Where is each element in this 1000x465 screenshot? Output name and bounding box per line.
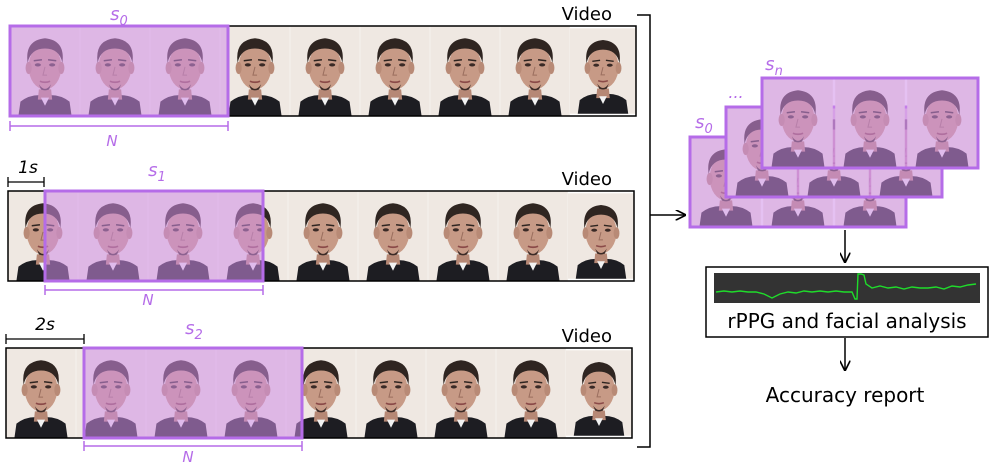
segment-label: s1 [148, 160, 166, 185]
stacked-segment-sn [760, 76, 980, 170]
stack-label-ellipsis: ... [728, 83, 743, 102]
window-span-bracket [83, 441, 303, 451]
segment-label: s2 [185, 318, 203, 343]
rppg-signal-line [715, 273, 977, 300]
segment-window [82, 346, 304, 440]
analysis-box: rPPG and facial analysis [705, 266, 989, 338]
segment-symbol: s [110, 4, 119, 25]
window-length-label: N [106, 132, 117, 150]
video-strip [5, 347, 633, 439]
row-s2: 2s Video s2 N [5, 315, 633, 465]
window-span-bracket [9, 121, 229, 131]
segment-subscript: 0 [120, 14, 128, 29]
segment-symbol: s [148, 160, 157, 181]
offset-label: 2s [35, 315, 55, 335]
offset-bracket [5, 334, 85, 344]
segment-symbol: s [185, 318, 194, 339]
accuracy-report-label: Accuracy report [766, 383, 925, 407]
segment-subscript: 1 [158, 170, 166, 185]
segment-subscript: 2 [195, 328, 203, 343]
row-s0: Video s0 N [8, 4, 637, 150]
segment-label: s0 [110, 4, 128, 29]
stack-label-s0: s0 [695, 112, 713, 137]
video-strip [7, 190, 635, 282]
video-label: Video [562, 169, 612, 190]
grouping-bracket [637, 14, 651, 448]
window-span-bracket [44, 285, 264, 295]
window-length-label: N [142, 291, 153, 309]
offset-label: 1s [18, 158, 38, 178]
window-length-label: N [182, 448, 193, 465]
segment-window [8, 24, 230, 118]
video-label: Video [562, 326, 612, 347]
row-s1: 1s Video s1 N [7, 158, 635, 309]
segment-stack: s0 ... sn [688, 54, 980, 229]
segment-window [43, 189, 265, 283]
rppg-signal-plot [714, 273, 980, 303]
video-label: Video [562, 4, 612, 25]
stack-label-sn: sn [765, 54, 783, 79]
offset-bracket [7, 177, 45, 187]
analysis-label: rPPG and facial analysis [727, 309, 966, 333]
